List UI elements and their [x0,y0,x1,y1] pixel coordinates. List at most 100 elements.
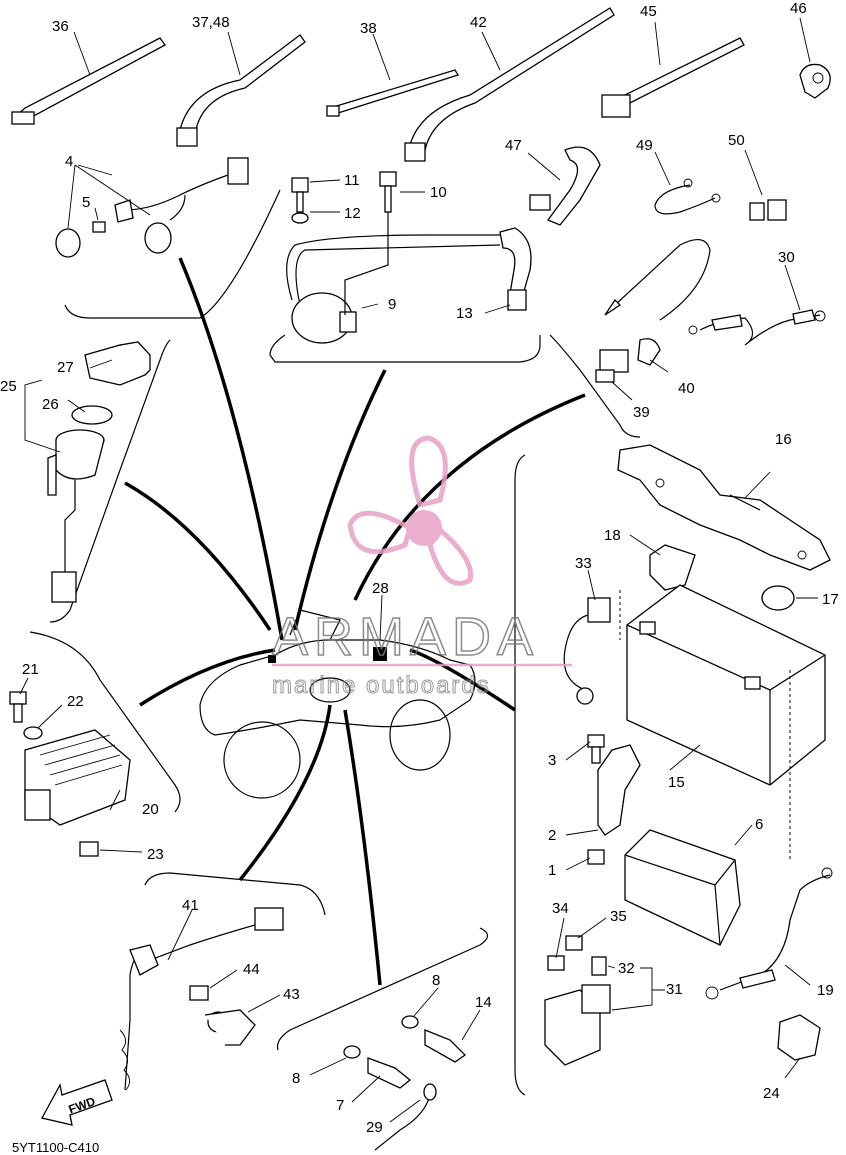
callout-label: 24 [763,1085,780,1102]
bolt-44 [189,985,209,1001]
starter-relay-31 [544,984,611,1066]
cable-tie-42 [404,7,615,162]
callout-label: 32 [618,960,635,977]
callout-labels: 36 37,48 38 42 45 46 4 5 11 10 12 9 13 4… [0,0,839,1136]
callout-label: 17 [822,591,839,608]
callout-label: 40 [678,380,695,397]
callout-label: 37,48 [192,14,230,31]
bolt-34 [547,955,565,971]
callout-label: 47 [505,137,522,154]
switch-14 [424,1029,467,1063]
callout-leaders [19,17,818,1123]
callout-label: 22 [67,693,84,710]
callout-label: 3 [548,752,556,769]
atv-outline [199,609,476,799]
watermark-tagline: marine outboards [272,672,491,699]
callout-label: 29 [366,1119,383,1136]
callout-label: 30 [778,249,795,266]
diagram-code: 5YT1100-C410 [12,1140,99,1155]
propeller-logo-icon [347,435,474,586]
washer-22 [23,726,43,740]
clamp-46 [799,63,831,99]
callout-label: 6 [755,816,763,833]
nut-1 [587,849,605,865]
washer-12 [291,212,309,224]
callout-label: 44 [243,961,260,978]
callout-label: 31 [666,981,683,998]
callout-label: 13 [456,305,473,322]
callout-label: 26 [42,396,59,413]
callout-label: 35 [610,908,627,925]
callout-label: 42 [470,14,487,31]
callout-label: 1 [548,862,556,879]
callout-label: 38 [360,20,377,37]
callout-label: 20 [142,801,159,818]
callout-label: 41 [182,897,199,914]
callout-label: 49 [636,137,653,154]
callout-label: 5 [82,194,90,211]
watermark-brand: ARMADA [272,607,539,667]
callout-label: 8 [432,972,440,989]
sensor-lead-4 [55,157,249,258]
washer-8-lower [343,1045,361,1059]
nut-23 [79,841,99,857]
callout-label: 18 [604,527,621,544]
callout-label: 19 [817,982,834,999]
callout-label: 12 [344,205,361,222]
bolt-3 [587,734,605,764]
callout-label: 7 [336,1097,344,1114]
sensor-lead-30 [604,239,826,346]
sensor-7 [367,1057,412,1089]
lead-29 [374,1083,437,1151]
callout-label: 46 [790,0,807,17]
band-49 [654,178,721,215]
callout-label: 15 [668,774,685,791]
callout-label: 45 [640,3,657,20]
lead-33 [563,597,611,705]
callout-label: 11 [344,172,360,189]
callout-label: 16 [775,431,792,448]
callout-label: 43 [283,986,300,1003]
fuse-32 [591,956,607,976]
bolt-10 [344,171,397,315]
cable-tie-45 [601,37,745,118]
cable-tie-37-48 [176,34,306,147]
washer-8-upper [401,1015,419,1029]
callout-label: 2 [548,827,556,844]
callout-label: 36 [52,18,69,35]
bolt-35 [565,935,583,951]
cable-tie-36 [11,37,166,125]
callout-label: 10 [430,184,447,201]
cap-17 [761,585,795,611]
armada-watermark: ARMADA marine outboards [271,435,572,700]
callout-label: 14 [475,994,492,1011]
clip-43 [204,1009,256,1046]
temp-sensor-39 [595,349,629,383]
holder-18 [649,544,696,591]
bolt-11 [291,177,309,213]
cable-tie-38 [326,69,459,117]
battery-15 [619,584,826,860]
callout-label: 33 [575,555,592,572]
callout-label: 9 [388,296,396,313]
cap-5 [92,221,106,233]
bracket-16 [617,444,831,571]
bracket-2 [597,744,641,836]
callout-label: 27 [57,359,74,376]
vehicle-leader-lines [124,257,586,986]
holder-47 [529,146,601,226]
bolt-21 [9,691,27,723]
callout-label: 28 [372,580,389,597]
relay-24 [777,1014,821,1061]
battery-lead-19 [705,867,833,1000]
callout-label: 39 [633,404,650,421]
callout-label: 25 [0,378,17,395]
group-boundaries [29,189,641,1096]
rectifier-regulator-20 [24,729,131,826]
ecu-6 [624,829,741,946]
main-switch-25 [47,341,151,603]
callout-label: 50 [728,132,745,149]
fwd-arrow: FWD [41,1079,113,1126]
